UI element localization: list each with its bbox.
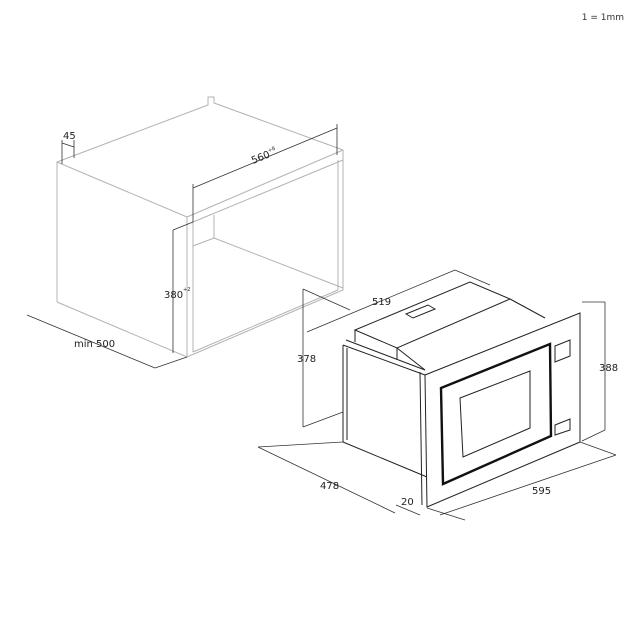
door [439, 342, 553, 486]
body-width-label: 519 [372, 297, 391, 308]
cabinet-height-label: 380 [164, 290, 183, 301]
cabinet-dimensions: 45 560 +8 380 +2 min 500 [26, 124, 338, 369]
window [459, 370, 531, 458]
body-depth-label: 478 [320, 481, 339, 492]
front-height-label: 388 [599, 363, 618, 374]
cabinet-niche [56, 96, 344, 358]
front-frame [424, 312, 581, 508]
front-width-label: 595 [532, 486, 551, 497]
cabinet-depth-label: min 500 [74, 339, 115, 350]
cabinet-height-tolerance: +2 [183, 287, 190, 293]
vent-icon [404, 304, 437, 319]
body-height-label: 378 [297, 354, 316, 365]
microwave [342, 281, 581, 508]
cabinet-top-thickness-label: 45 [63, 131, 76, 142]
frame-depth-label: 20 [401, 497, 414, 508]
button-icon [554, 418, 571, 436]
display-icon [554, 339, 571, 363]
cabinet-width-tolerance: +8 [267, 146, 276, 154]
scale-note: 1 = 1mm [581, 13, 624, 23]
microwave-dimensions: 378 519 388 595 478 20 [257, 269, 618, 521]
